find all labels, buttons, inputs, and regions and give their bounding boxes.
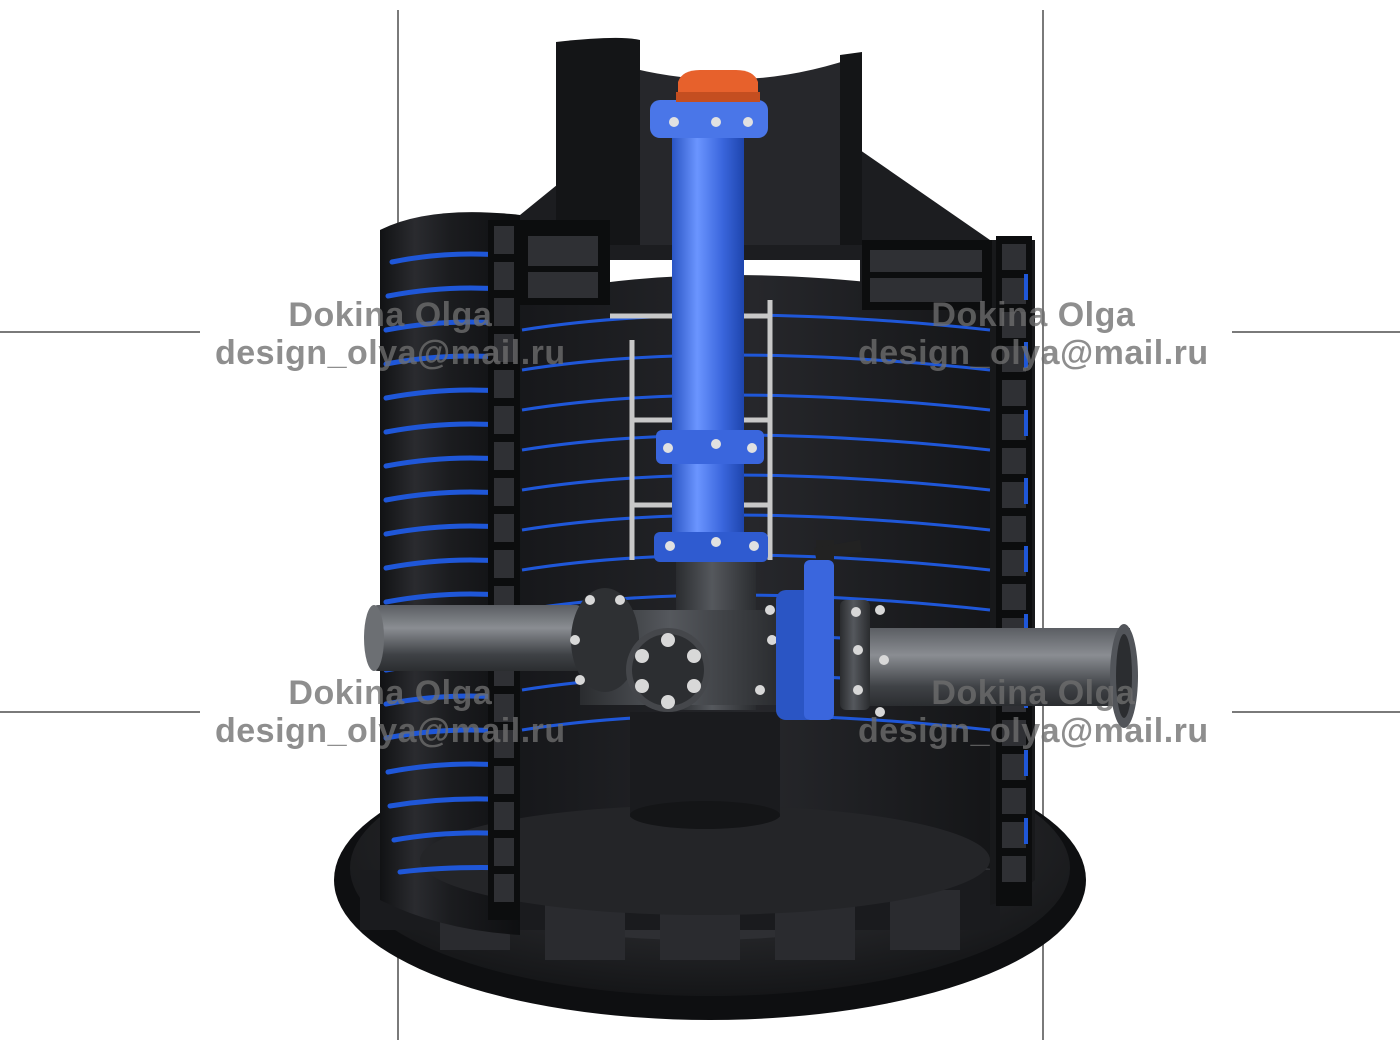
watermark-email: design_olya@mail.ru [858, 712, 1209, 750]
tee-fitting [570, 540, 780, 829]
watermark-email: design_olya@mail.ru [215, 334, 566, 372]
riser-pipe [650, 100, 768, 562]
hydrant-cap [676, 70, 760, 102]
watermark-email: design_olya@mail.ru [858, 334, 1209, 372]
watermark-name: Dokina Olga [931, 674, 1136, 712]
watermark-email: design_olya@mail.ru [215, 712, 566, 750]
watermark: Dokina Olga design_olya@mail.ru [215, 296, 566, 372]
watermark: Dokina Olga design_olya@mail.ru [858, 674, 1209, 750]
main-pipe [364, 605, 1138, 728]
watermark: Dokina Olga design_olya@mail.ru [858, 296, 1209, 372]
watermark-name: Dokina Olga [288, 296, 493, 334]
watermark-name: Dokina Olga [931, 296, 1136, 334]
butterfly-valve [776, 540, 889, 720]
watermark: Dokina Olga design_olya@mail.ru [215, 674, 566, 750]
watermark-name: Dokina Olga [288, 674, 493, 712]
